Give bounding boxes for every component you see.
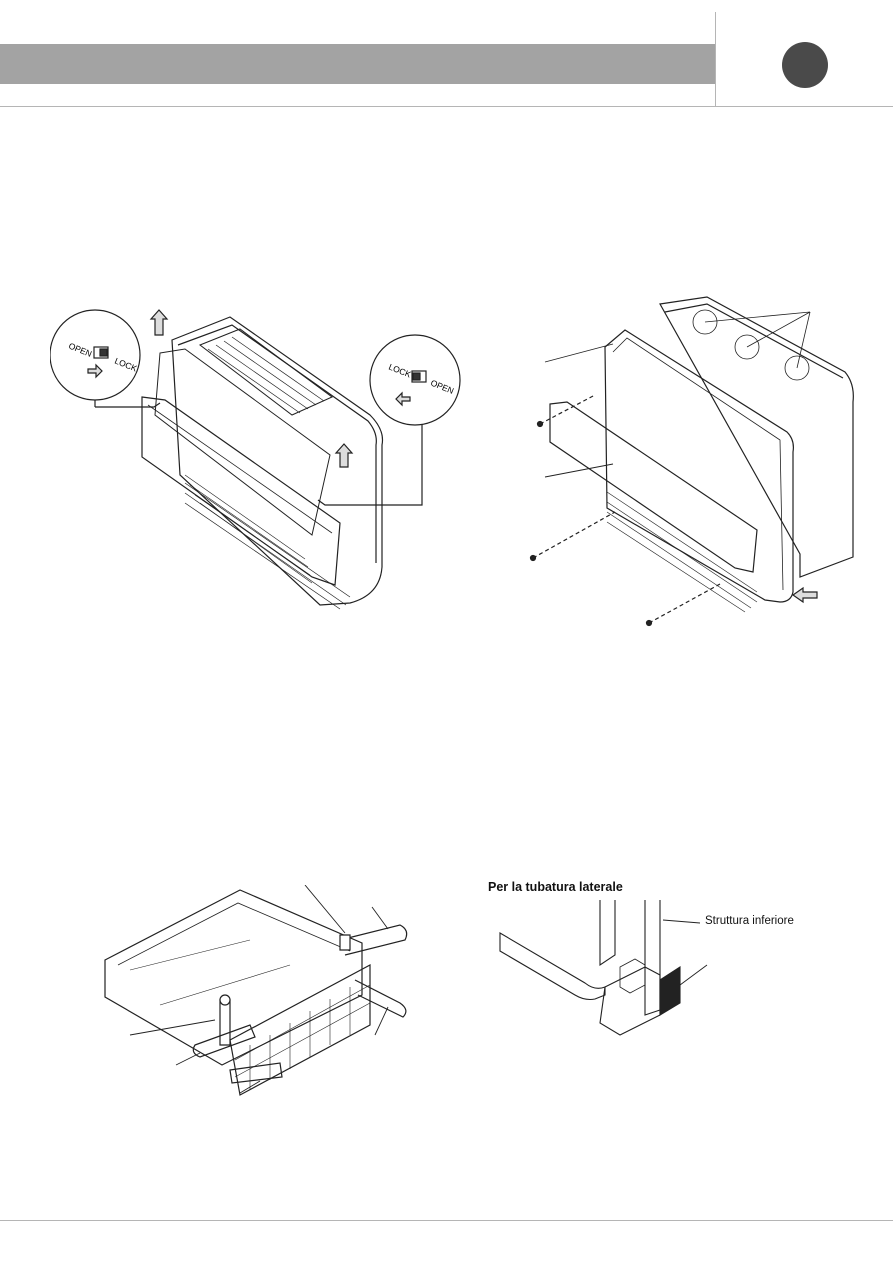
base-rail [499, 932, 606, 1001]
drain-basket [229, 963, 371, 1096]
unit-body [171, 316, 384, 606]
unit-frame [604, 329, 794, 603]
header-bar [0, 44, 716, 84]
front-panel-removed [549, 401, 758, 573]
side-piping-title: Per la tubatura laterale [488, 880, 623, 894]
lower-structure-label: Struttura inferiore [705, 915, 794, 927]
page-number-badge [782, 42, 828, 88]
side-piping-figure [499, 900, 708, 1036]
panel-latch-figure: OPEN LOCK LOCK OPEN [50, 309, 461, 610]
pipe-vertical [219, 999, 231, 1046]
header-divider-horizontal [0, 106, 893, 107]
pipe-upper [339, 924, 408, 956]
unit-rear-body [659, 296, 854, 578]
front-panel [141, 396, 341, 586]
footer-divider [0, 1220, 893, 1221]
header-divider-vertical [715, 12, 716, 106]
lower-structure-panel [659, 965, 681, 1016]
panel-removal-figure [529, 296, 854, 627]
pipe-install-figure [104, 885, 408, 1096]
pipe-bottom [229, 1062, 283, 1084]
pipe-left [192, 1024, 256, 1058]
pipe-right [354, 979, 407, 1018]
unit-underside [104, 889, 363, 1066]
